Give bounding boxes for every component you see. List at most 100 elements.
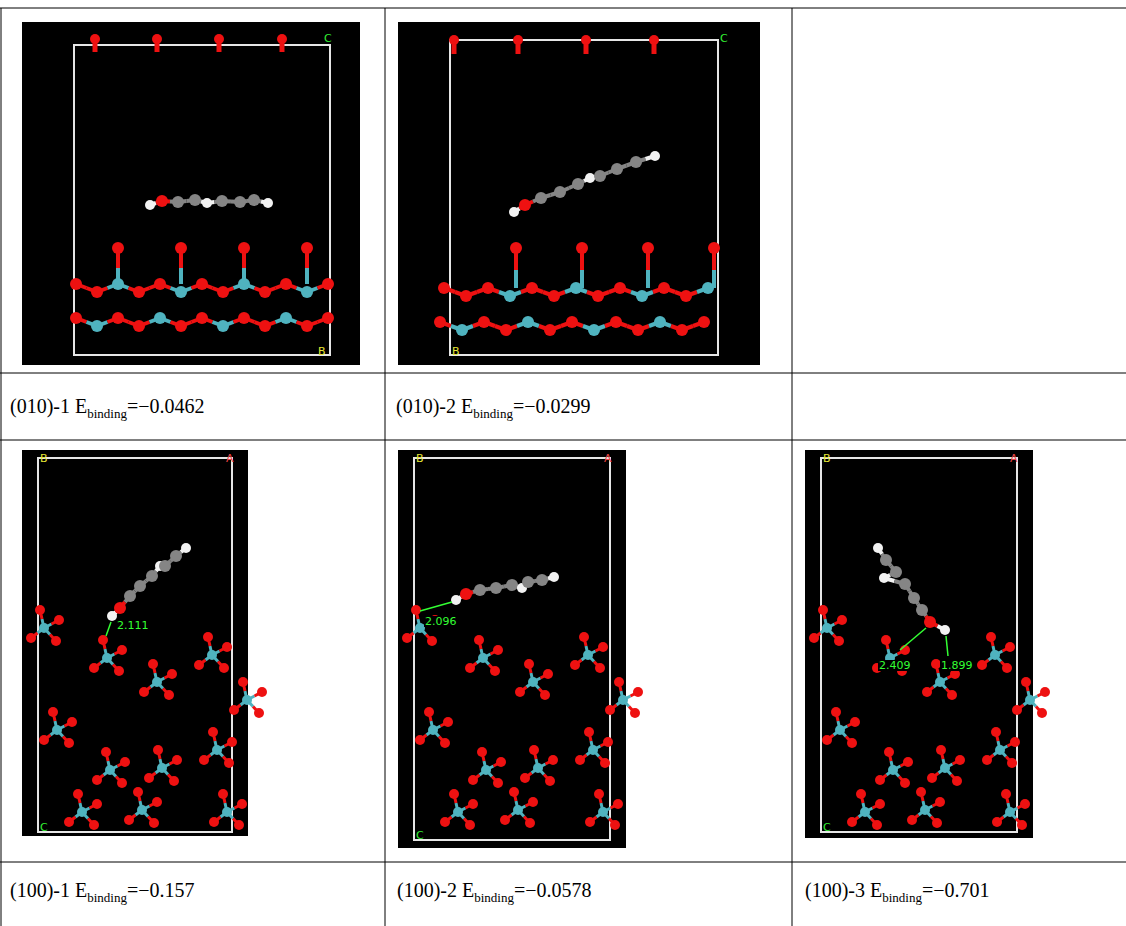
atom bbox=[98, 635, 108, 645]
atom bbox=[540, 690, 550, 700]
distance-line bbox=[946, 636, 948, 656]
atom bbox=[890, 566, 902, 578]
atom bbox=[598, 807, 608, 817]
atom bbox=[880, 554, 892, 566]
distance-label: 2.111 bbox=[116, 620, 150, 631]
bond bbox=[280, 46, 285, 52]
atom bbox=[117, 645, 127, 655]
atom bbox=[217, 320, 229, 332]
slab-010-2 bbox=[434, 35, 720, 355]
atom bbox=[202, 198, 212, 208]
atom bbox=[588, 324, 600, 336]
atom bbox=[124, 590, 136, 602]
atom bbox=[242, 695, 252, 705]
axis-label: B bbox=[823, 453, 831, 464]
atom bbox=[277, 34, 287, 44]
bond bbox=[712, 252, 716, 270]
atom bbox=[528, 797, 538, 807]
atom bbox=[212, 745, 222, 755]
atom bbox=[172, 196, 184, 208]
atom bbox=[112, 242, 124, 254]
atom bbox=[214, 34, 224, 44]
atom bbox=[133, 320, 145, 332]
atom bbox=[513, 35, 523, 45]
atom bbox=[955, 755, 965, 765]
atom bbox=[164, 690, 174, 700]
caption-cell: (100)-3 Ebinding=−0.701 bbox=[805, 878, 990, 906]
atom bbox=[468, 799, 478, 809]
atom bbox=[209, 817, 219, 827]
atom bbox=[618, 695, 628, 705]
caption-text: =−0.0462 bbox=[127, 395, 205, 417]
atom bbox=[35, 605, 45, 615]
atom bbox=[199, 755, 209, 765]
distance-label: 2.409 bbox=[878, 660, 912, 671]
unit-cell bbox=[74, 45, 330, 355]
atom bbox=[222, 807, 232, 817]
atom bbox=[605, 705, 615, 715]
atom bbox=[493, 645, 503, 655]
atom bbox=[460, 290, 472, 302]
atom bbox=[992, 817, 1002, 827]
axis-label: C bbox=[40, 822, 48, 833]
bond bbox=[652, 48, 657, 54]
atom bbox=[680, 290, 692, 302]
atom bbox=[227, 737, 237, 747]
atom bbox=[449, 789, 459, 799]
atom bbox=[888, 765, 898, 775]
atom bbox=[526, 282, 538, 294]
atom bbox=[698, 316, 710, 328]
atom bbox=[54, 615, 64, 625]
atom bbox=[940, 763, 950, 773]
caption-text: =−0.0299 bbox=[513, 395, 591, 417]
atom bbox=[585, 817, 595, 827]
axis-label: A bbox=[604, 453, 612, 464]
atom bbox=[611, 163, 623, 175]
unit-cell bbox=[450, 40, 718, 355]
atom bbox=[301, 242, 313, 254]
atom bbox=[600, 758, 610, 768]
atom bbox=[535, 192, 547, 204]
bond bbox=[514, 270, 518, 288]
bond bbox=[712, 270, 716, 288]
axis-label: B bbox=[416, 453, 424, 464]
atom bbox=[1040, 687, 1050, 697]
atom bbox=[649, 35, 659, 45]
axis-label: A bbox=[1010, 453, 1018, 464]
atom bbox=[175, 320, 187, 332]
atom bbox=[490, 666, 500, 676]
atom bbox=[881, 635, 891, 645]
atom bbox=[48, 707, 58, 717]
atom bbox=[873, 543, 883, 553]
atom bbox=[513, 805, 523, 815]
atom bbox=[124, 815, 134, 825]
caption-text: (010)-1 E bbox=[10, 395, 87, 417]
atom bbox=[500, 324, 512, 336]
axis-label: A bbox=[226, 453, 234, 464]
atom bbox=[908, 592, 920, 604]
atom bbox=[170, 550, 182, 562]
distance-label: 2.096 bbox=[424, 616, 458, 627]
atom bbox=[579, 632, 589, 642]
atom bbox=[254, 708, 264, 718]
subscript: binding bbox=[87, 406, 127, 421]
atom bbox=[456, 324, 468, 336]
atom bbox=[474, 635, 484, 645]
atom bbox=[152, 677, 162, 687]
atom bbox=[493, 778, 503, 788]
atom bbox=[916, 604, 928, 616]
atom bbox=[856, 789, 866, 799]
atom bbox=[835, 725, 845, 735]
atom bbox=[536, 574, 548, 586]
axis-label: C bbox=[324, 33, 332, 44]
caption-cell: (100)-1 Ebinding=−0.157 bbox=[10, 878, 195, 906]
atom bbox=[524, 659, 534, 669]
atom bbox=[465, 820, 475, 830]
atom bbox=[613, 799, 623, 809]
atom bbox=[64, 817, 74, 827]
atom bbox=[153, 745, 163, 755]
grid-line bbox=[792, 8, 793, 926]
atom bbox=[884, 747, 894, 757]
subscript: binding bbox=[882, 890, 922, 905]
grid-line bbox=[0, 862, 1126, 863]
